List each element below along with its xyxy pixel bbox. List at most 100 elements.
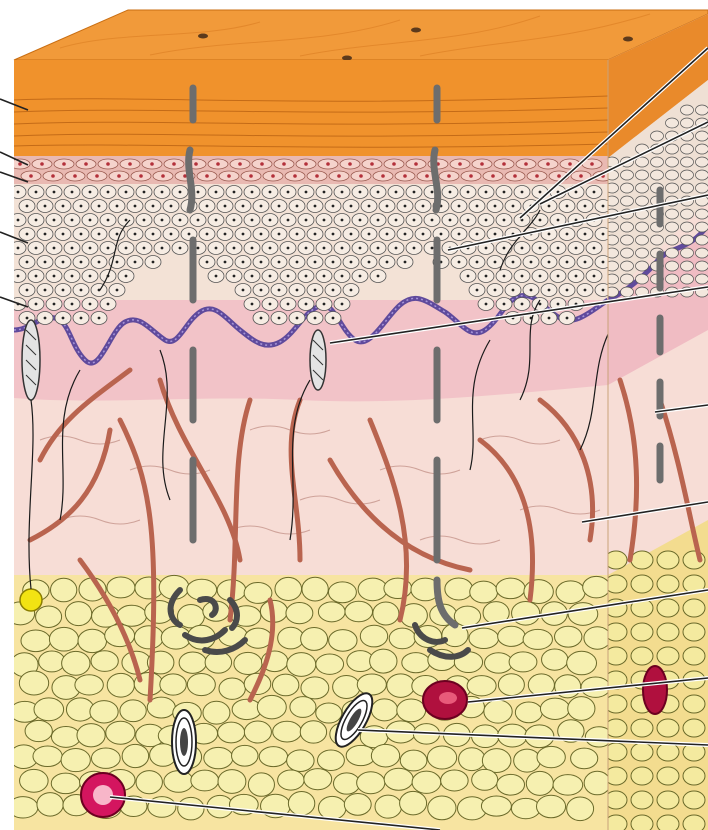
- granular-nucleus: [139, 174, 143, 178]
- adipocyte: [20, 769, 49, 792]
- side-adipocyte: [631, 551, 653, 569]
- spinous-nucleus: [404, 261, 407, 264]
- side-adipocyte: [683, 767, 705, 785]
- spinous-nucleus: [71, 275, 74, 278]
- side-spinous-cell: [621, 183, 634, 193]
- spinous-nucleus: [62, 205, 65, 208]
- spinous-nucleus: [314, 289, 317, 292]
- granular-nucleus: [513, 174, 517, 178]
- spinous-nucleus: [17, 247, 20, 250]
- spinous-nucleus: [314, 233, 317, 236]
- adipocyte: [91, 651, 118, 672]
- spinous-nucleus: [152, 261, 155, 264]
- spinous-nucleus: [26, 261, 29, 264]
- granular-nucleus: [469, 174, 473, 178]
- granular-nucleus: [579, 174, 583, 178]
- spinous-nucleus: [323, 247, 326, 250]
- side-adipocyte: [631, 791, 653, 809]
- spinous-nucleus: [575, 275, 578, 278]
- spinous-nucleus: [269, 219, 272, 222]
- adipocyte: [61, 748, 90, 771]
- spinous-nucleus: [134, 261, 137, 264]
- spinous-nucleus: [98, 261, 101, 264]
- spinous-nucleus: [593, 275, 596, 278]
- spinous-nucleus: [170, 233, 173, 236]
- spinous-nucleus: [296, 317, 299, 320]
- granular-nucleus: [260, 162, 264, 166]
- side-adipocyte: [631, 623, 653, 641]
- spinous-nucleus: [233, 275, 236, 278]
- side-spinous-cell: [636, 183, 649, 193]
- side-spinous-cell: [696, 183, 708, 193]
- spinous-nucleus: [35, 247, 38, 250]
- adipocyte: [77, 724, 105, 747]
- adipocyte: [412, 771, 441, 793]
- spinous-nucleus: [287, 303, 290, 306]
- spinous-nucleus: [233, 219, 236, 222]
- adipocyte: [301, 677, 329, 699]
- spinous-nucleus: [107, 191, 110, 194]
- adipocyte: [278, 770, 304, 790]
- spinous-nucleus: [584, 205, 587, 208]
- spinous-nucleus: [422, 205, 425, 208]
- adipocyte: [514, 749, 541, 772]
- spinous-nucleus: [503, 191, 506, 194]
- spinous-nucleus: [26, 289, 29, 292]
- adipocyte: [62, 651, 90, 675]
- side-spinous-cell: [651, 131, 664, 141]
- adipocyte: [445, 578, 473, 600]
- granular-nucleus: [40, 162, 44, 166]
- adipocyte: [90, 701, 118, 723]
- spinous-nucleus: [26, 233, 29, 236]
- spinous-nucleus: [179, 191, 182, 194]
- spinous-nucleus: [323, 191, 326, 194]
- spinous-nucleus: [296, 261, 299, 264]
- adipocyte: [248, 773, 274, 796]
- side-spinous-cell: [696, 209, 708, 219]
- spinous-nucleus: [557, 247, 560, 250]
- spinous-nucleus: [359, 219, 362, 222]
- spinous-nucleus: [53, 191, 56, 194]
- adipocyte: [107, 673, 134, 697]
- side-spinous-cell: [621, 170, 634, 180]
- spinous-nucleus: [71, 247, 74, 250]
- spinous-nucleus: [260, 261, 263, 264]
- spinous-nucleus: [521, 275, 524, 278]
- adipocyte: [400, 791, 427, 814]
- side-spinous-cell: [636, 170, 649, 180]
- adipocyte: [122, 744, 149, 767]
- adipocyte: [497, 774, 525, 795]
- adipocyte: [232, 745, 258, 766]
- spinous-nucleus: [152, 233, 155, 236]
- adipocyte: [287, 750, 314, 772]
- spinous-nucleus: [386, 205, 389, 208]
- spinous-nucleus: [530, 261, 533, 264]
- side-adipocyte: [631, 575, 653, 593]
- spinous-nucleus: [602, 233, 605, 236]
- adipocyte: [39, 651, 65, 672]
- spinous-nucleus: [125, 275, 128, 278]
- spinous-nucleus: [206, 233, 209, 236]
- side-adipocyte: [657, 599, 679, 617]
- adipocyte: [556, 581, 585, 604]
- granular-nucleus: [293, 174, 297, 178]
- spinous-nucleus: [377, 275, 380, 278]
- side-spinous-cell: [681, 144, 694, 154]
- granular-nucleus: [249, 174, 253, 178]
- spinous-nucleus: [80, 205, 83, 208]
- adipocyte: [498, 626, 526, 646]
- spinous-nucleus: [161, 191, 164, 194]
- adipocyte: [25, 720, 52, 741]
- spinous-nucleus: [278, 233, 281, 236]
- spinous-nucleus: [413, 247, 416, 250]
- adipocyte: [290, 697, 316, 718]
- spinous-nucleus: [107, 247, 110, 250]
- spinous-nucleus: [314, 205, 317, 208]
- granular-nucleus: [117, 174, 121, 178]
- spinous-nucleus: [503, 247, 506, 250]
- side-spinous-cell: [681, 261, 694, 271]
- side-spinous-cell: [681, 170, 694, 180]
- spinous-nucleus: [485, 219, 488, 222]
- spinous-nucleus: [332, 205, 335, 208]
- spinous-nucleus: [197, 247, 200, 250]
